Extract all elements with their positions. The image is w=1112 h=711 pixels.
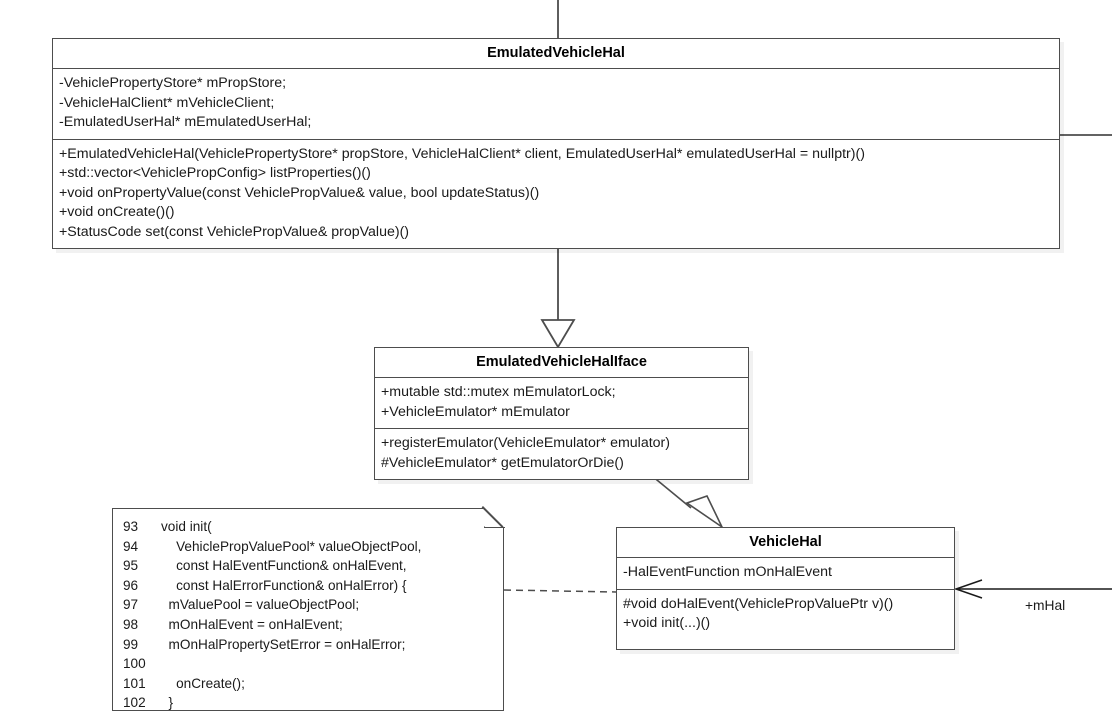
association-arrowhead-left	[953, 579, 983, 599]
note-fold-corner-icon	[482, 505, 505, 529]
operation-row: #VehicleEmulator* getEmulatorOrDie()	[381, 454, 624, 471]
class-box-emulated-vehicle-hal-iface[interactable]: EmulatedVehicleHalIface +mutable std::mu…	[374, 347, 749, 480]
class-box-emulated-vehicle-hal[interactable]: EmulatedVehicleHal -VehiclePropertyStore…	[52, 38, 1060, 249]
code-line-text: void init(	[161, 519, 212, 534]
class-operations-vehicle-hal: #void doHalEvent(VehiclePropValuePtr v)(…	[617, 588, 954, 640]
class-title-emulated-vehicle-hal: EmulatedVehicleHal	[53, 39, 1059, 69]
operation-row: #void doHalEvent(VehiclePropValuePtr v)(…	[623, 595, 894, 612]
code-line-number: 95	[123, 558, 139, 574]
generalization-arrowhead-diagonal	[685, 495, 725, 530]
generalization-arrowhead-down	[540, 319, 576, 349]
note-init-code[interactable]: 93 void init( 94 VehiclePropValuePool* v…	[112, 505, 505, 711]
class-title-vehicle-hal: VehicleHal	[617, 528, 954, 558]
code-line-number: 98	[123, 616, 139, 632]
attribute-row: -VehiclePropertyStore* mPropStore;	[59, 75, 287, 91]
code-line-number: 94	[123, 538, 139, 554]
class-title-emulated-vehicle-hal-iface: EmulatedVehicleHalIface	[375, 348, 748, 378]
code-line-text: VehiclePropValuePool* valueObjectPool,	[161, 538, 422, 554]
code-line-number: 97	[123, 597, 139, 613]
code-line: 96 const HalErrorFunction& onHalError) {	[123, 576, 497, 596]
edge-label-mhal: +mHal	[1025, 598, 1066, 613]
class-box-vehicle-hal[interactable]: VehicleHal -HalEventFunction mOnHalEvent…	[616, 527, 955, 650]
code-line: 93 void init(	[123, 517, 497, 537]
code-line: 94 VehiclePropValuePool* valueObjectPool…	[123, 537, 497, 557]
class-attributes-emulated-vehicle-hal-iface: +mutable std::mutex mEmulatorLock; +Vehi…	[375, 378, 748, 428]
code-line-number: 102	[123, 695, 146, 711]
code-line: 98 mOnHalEvent = onHalEvent;	[123, 615, 497, 635]
code-line-text: const HalErrorFunction& onHalError) {	[161, 577, 407, 593]
code-line-text: mOnHalPropertySetError = onHalError;	[161, 636, 406, 652]
operation-row: +StatusCode set(const VehiclePropValue& …	[59, 223, 410, 240]
operation-row: +void onPropertyValue(const VehiclePropV…	[59, 184, 540, 201]
class-operations-emulated-vehicle-hal-iface: +registerEmulator(VehicleEmulator* emula…	[375, 428, 748, 479]
code-line-text: const HalEventFunction& onHalEvent,	[161, 558, 407, 574]
code-line: 100	[123, 654, 497, 674]
operation-row: +registerEmulator(VehicleEmulator* emula…	[381, 435, 670, 451]
attribute-row: -VehicleHalClient* mVehicleClient;	[59, 94, 275, 111]
code-line-number: 101	[123, 675, 146, 691]
attribute-row: -HalEventFunction mOnHalEvent	[623, 564, 832, 580]
code-line-number: 100	[123, 656, 146, 672]
code-line: 102 }	[123, 693, 497, 711]
code-line-text: mOnHalEvent = onHalEvent;	[161, 616, 343, 632]
code-line: 99 mOnHalPropertySetError = onHalError;	[123, 635, 497, 655]
code-line: 97 mValuePool = valueObjectPool;	[123, 595, 497, 615]
operation-row: +void onCreate()()	[59, 204, 175, 220]
code-line: 101 onCreate();	[123, 674, 497, 694]
class-attributes-emulated-vehicle-hal: -VehiclePropertyStore* mPropStore; -Vehi…	[53, 69, 1059, 139]
class-attributes-vehicle-hal: -HalEventFunction mOnHalEvent	[617, 558, 954, 589]
code-line: 95 const HalEventFunction& onHalEvent,	[123, 556, 497, 576]
attribute-row: +mutable std::mutex mEmulatorLock;	[381, 384, 616, 400]
code-line-text: mValuePool = valueObjectPool;	[161, 597, 360, 613]
operation-row: +void init(...)()	[623, 615, 711, 631]
connector-note-dashed	[503, 589, 617, 593]
code-line-number: 96	[123, 577, 139, 593]
code-line-text: }	[161, 695, 174, 711]
attribute-row: +VehicleEmulator* mEmulator	[381, 403, 570, 420]
class-operations-emulated-vehicle-hal: +EmulatedVehicleHal(VehiclePropertyStore…	[53, 138, 1059, 249]
operation-row: +std::vector<VehiclePropConfig> listProp…	[59, 165, 371, 181]
code-line-number: 99	[123, 636, 139, 652]
operation-row: +EmulatedVehicleHal(VehiclePropertyStore…	[59, 145, 865, 162]
code-line-text: onCreate();	[161, 675, 245, 691]
attribute-row: -EmulatedUserHal* mEmulatedUserHal;	[59, 114, 312, 130]
note-code-body: 93 void init( 94 VehiclePropValuePool* v…	[113, 509, 503, 711]
code-line-number: 93	[123, 519, 139, 534]
